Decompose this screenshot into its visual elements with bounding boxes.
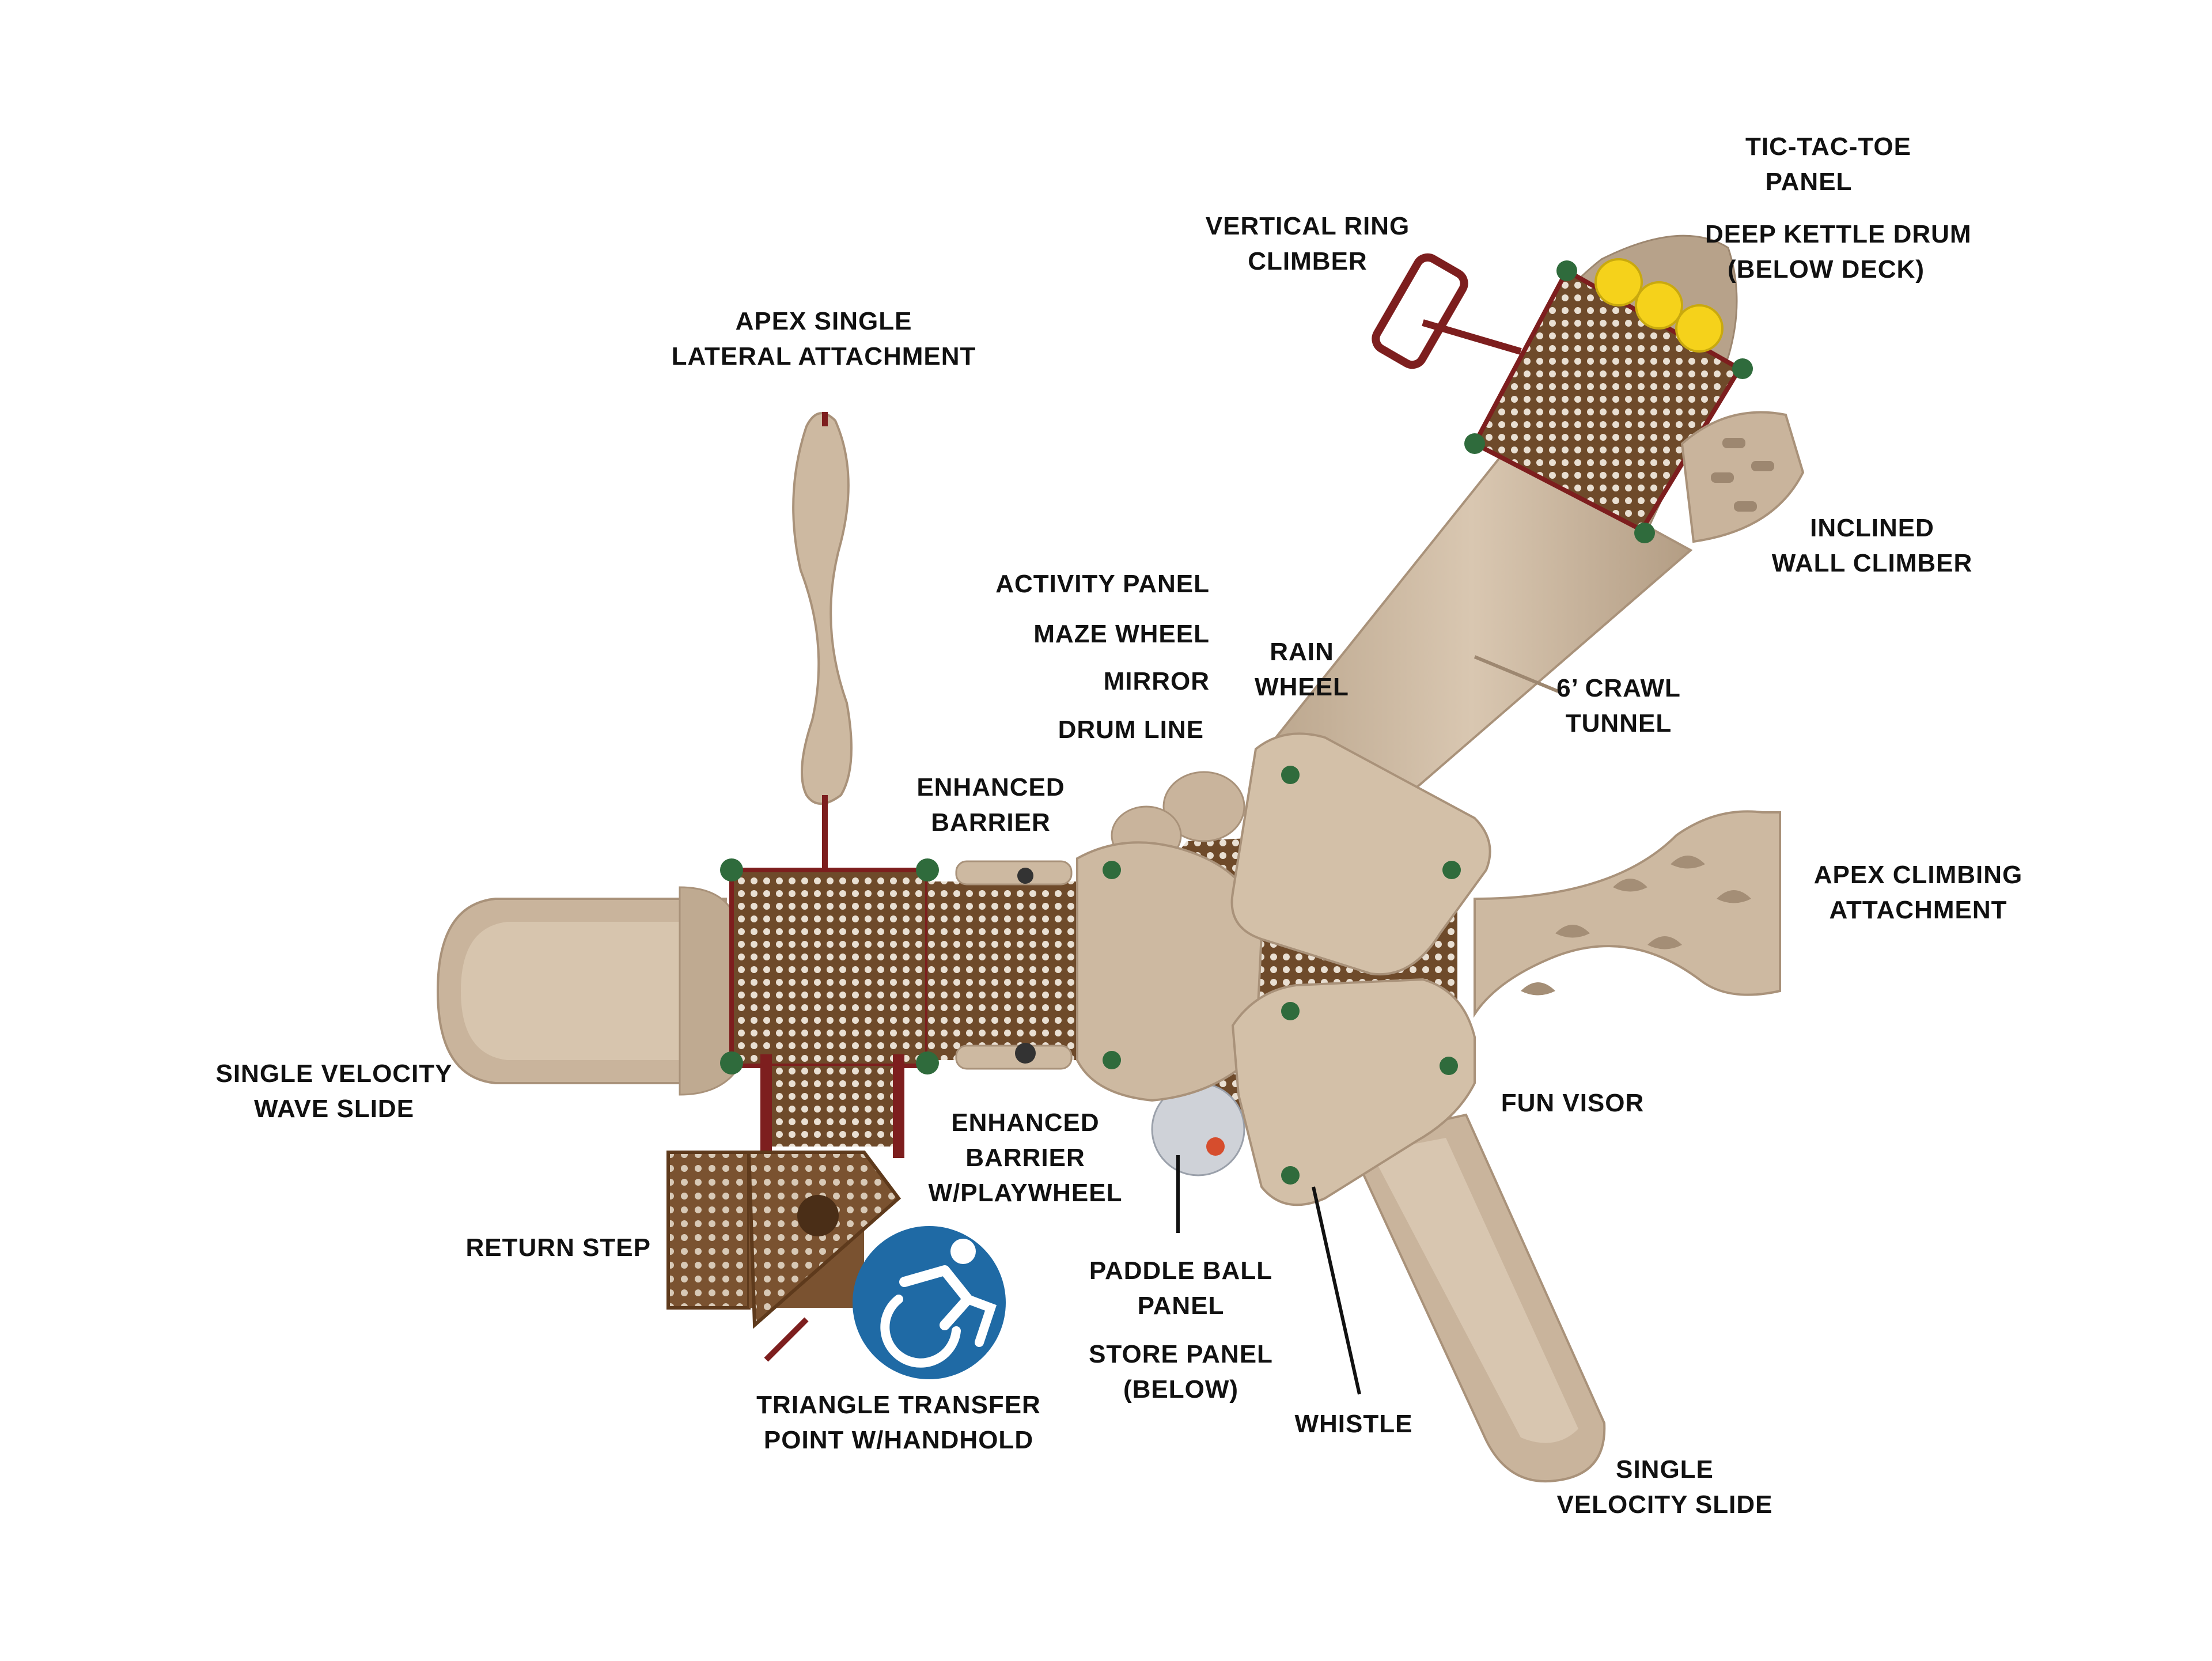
label-whistle: WHISTLE (1294, 1410, 1413, 1438)
label-store-panel: STORE PANEL(BELOW) (1089, 1340, 1273, 1403)
label-deep-kettle-drum: DEEP KETTLE DRUM(BELOW DECK) (1705, 220, 1972, 283)
central-hub (1076, 732, 1491, 1395)
kettle-drum-1 (1594, 258, 1643, 307)
label-mirror: MIRROR (1103, 667, 1210, 695)
label-fun-visor: FUN VISOR (1501, 1089, 1645, 1117)
label-activity-panel: ACTIVITY PANEL (995, 570, 1210, 598)
single-velocity-slide (1346, 1113, 1606, 1483)
main-deck (720, 858, 1077, 1158)
upper-deck (1372, 234, 1805, 543)
return-step (666, 1151, 902, 1362)
apex-climbing-attachment (1474, 810, 1781, 1018)
single-velocity-wave-slide (436, 886, 744, 1096)
kettle-drum-2 (1635, 281, 1683, 330)
wheelchair-accessibility-icon (853, 1226, 1006, 1379)
label-maze-wheel: MAZE WHEEL (1033, 620, 1210, 648)
roof-panel-top (1230, 732, 1491, 976)
kettle-drum-3 (1675, 304, 1724, 353)
roof-panel-bottom (1231, 978, 1476, 1206)
label-return-step: RETURN STEP (465, 1234, 651, 1262)
apex-single-lateral-attachment (792, 412, 853, 876)
label-drum-line: DRUM LINE (1058, 716, 1204, 744)
